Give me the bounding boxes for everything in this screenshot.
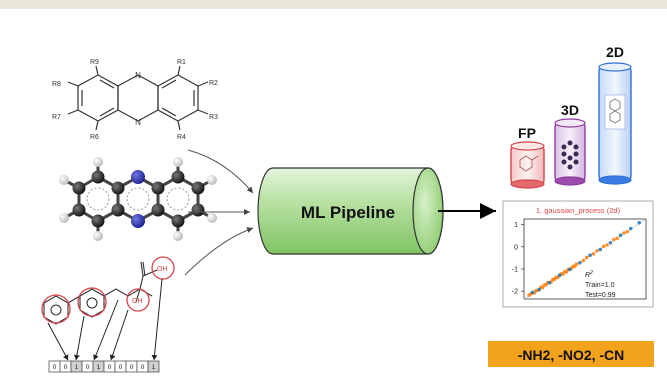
beaker-2d-label: 2D — [606, 44, 624, 60]
fragment-structure — [43, 261, 158, 325]
data-point — [591, 252, 596, 256]
test-score: Test=0.99 — [585, 292, 616, 299]
data-point — [605, 243, 609, 247]
fingerprint-bit-value: 1 — [75, 364, 79, 371]
beaker-3d-label: 3D — [561, 102, 579, 118]
ball-and-stick-molecule — [59, 157, 217, 241]
substituent-r3: R3 — [209, 114, 218, 121]
top-border — [0, 0, 667, 9]
parity-plot-title: 1. gaussian_process (2d) — [536, 206, 621, 215]
beaker-3d — [554, 118, 586, 186]
data-point — [612, 237, 616, 242]
ml-pipeline-cylinder — [257, 167, 444, 255]
data-point — [588, 253, 592, 258]
y-tick-label: 1 — [514, 222, 518, 229]
data-point — [625, 229, 630, 234]
beaker-fp-label: FP — [518, 125, 536, 141]
beaker-2d — [598, 62, 632, 185]
data-point — [547, 280, 552, 285]
data-point — [537, 287, 542, 292]
ring-nitrogen-bottom: N — [135, 118, 141, 127]
data-point — [574, 262, 579, 266]
data-point — [581, 258, 586, 263]
data-point — [584, 255, 589, 260]
train-score: Train=1.0 — [585, 282, 615, 289]
substituents-text: -NH2, -NO2, -CN — [518, 347, 625, 363]
r2-label: R2 — [585, 270, 593, 279]
fragment-highlight-circles — [41, 256, 175, 324]
data-point — [530, 290, 535, 295]
fingerprint-bit-cell — [147, 360, 160, 373]
r2-superscript: 2 — [589, 270, 593, 276]
y-tick-label: 0 — [514, 244, 518, 251]
data-point — [567, 267, 572, 272]
hydroxyl-label-top: OH — [157, 266, 168, 273]
fingerprint-bit-value: 0 — [64, 364, 68, 371]
fingerprint-bit-value: 0 — [53, 364, 57, 371]
substituent-r9: R9 — [90, 59, 99, 66]
r2-symbol: R — [585, 272, 590, 279]
data-point — [598, 247, 603, 252]
fingerprint-bit-value: 0 — [86, 364, 90, 371]
fingerprint-bit-value: 1 — [97, 364, 101, 371]
data-point — [557, 273, 562, 278]
ring-nitrogen-top: N — [135, 71, 141, 80]
substituent-r7: R7 — [52, 114, 61, 121]
phenazine-structure — [67, 65, 209, 131]
substituents-box — [488, 341, 654, 367]
fingerprint-bit-value: 0 — [119, 364, 123, 371]
data-point — [578, 260, 582, 265]
fingerprint-bit-value: 0 — [108, 364, 112, 371]
data-point — [622, 231, 626, 235]
substituent-r6: R6 — [90, 134, 99, 141]
substituent-r8: R8 — [52, 81, 61, 88]
substituent-r2: R2 — [209, 80, 218, 87]
data-point — [618, 233, 623, 238]
y-tick-label: -1 — [512, 267, 518, 274]
data-point — [637, 220, 642, 225]
beaker-fp — [510, 141, 545, 189]
fingerprint-bit-value: 0 — [130, 364, 134, 371]
pipeline-label: ML Pipeline — [301, 203, 395, 222]
data-point — [615, 236, 619, 241]
data-point — [601, 244, 606, 249]
fragment-to-bit-arrows — [47, 278, 163, 361]
hydroxyl-label-bottom: OH — [132, 298, 143, 305]
data-point — [608, 240, 613, 245]
parity-plot-area: -2 -1 0 1 — [512, 218, 647, 300]
y-tick-label: -2 — [512, 289, 518, 296]
data-point — [595, 248, 599, 253]
substituent-r1: R1 — [177, 59, 186, 66]
input-arrows — [184, 149, 254, 276]
parity-plot-stats: R2 Train=1.0 Test=0.99 — [585, 270, 616, 299]
data-point — [628, 226, 633, 231]
fingerprint-bit-value: 0 — [141, 364, 145, 371]
fingerprint-bit-value: 1 — [152, 364, 156, 371]
substituent-r4: R4 — [177, 134, 186, 141]
